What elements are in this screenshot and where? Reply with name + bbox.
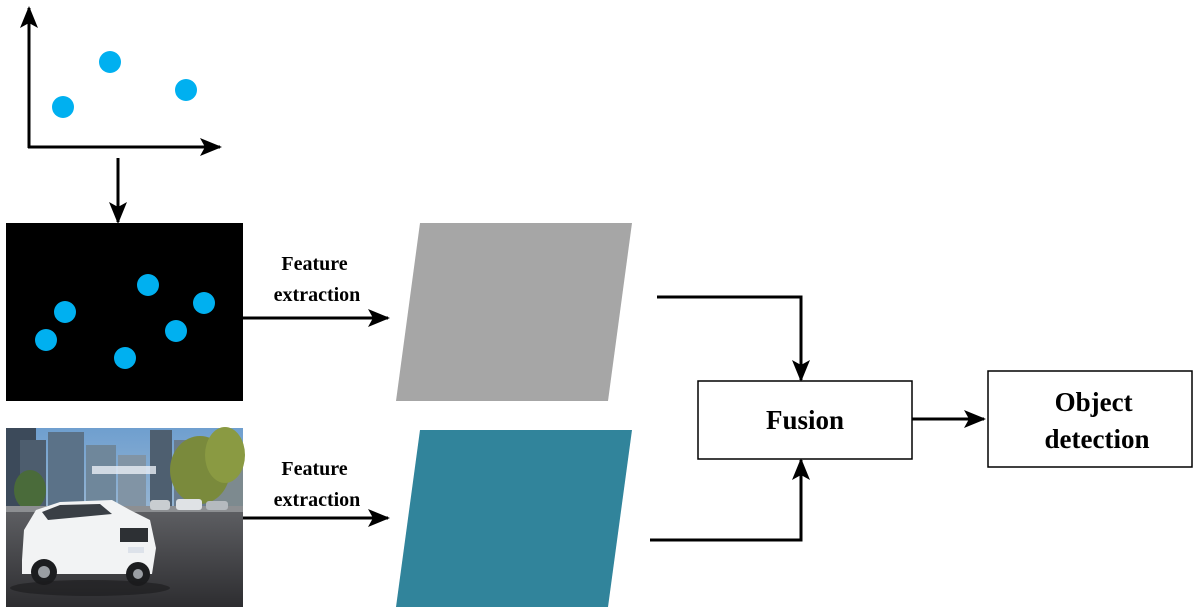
object-detection-label: Object detection	[1045, 387, 1150, 454]
camera-image	[6, 427, 245, 607]
lidar-to-fusion-arrow	[657, 295, 810, 382]
object-detection-box	[987, 370, 1193, 468]
scatter-point	[99, 51, 121, 73]
feature-extraction-label-top: Feature extraction	[274, 253, 361, 306]
lidar-point	[54, 301, 76, 323]
scatter-plot-icon	[20, 6, 222, 156]
scatter-point	[52, 96, 74, 118]
lidar-point	[165, 320, 187, 342]
lidar-point	[35, 329, 57, 351]
camera-feature-map	[396, 430, 632, 607]
lidar-point-image	[6, 223, 243, 401]
lidar-point	[193, 292, 215, 314]
scatter-point	[175, 79, 197, 101]
feature-extraction-label-bottom: Feature extraction	[274, 458, 361, 511]
fusion-label: Fusion	[766, 405, 844, 435]
lidar-point	[114, 347, 136, 369]
camera-to-fusion-arrow	[650, 458, 810, 542]
lidar-feature-map	[396, 223, 632, 401]
lidar-point	[137, 274, 159, 296]
